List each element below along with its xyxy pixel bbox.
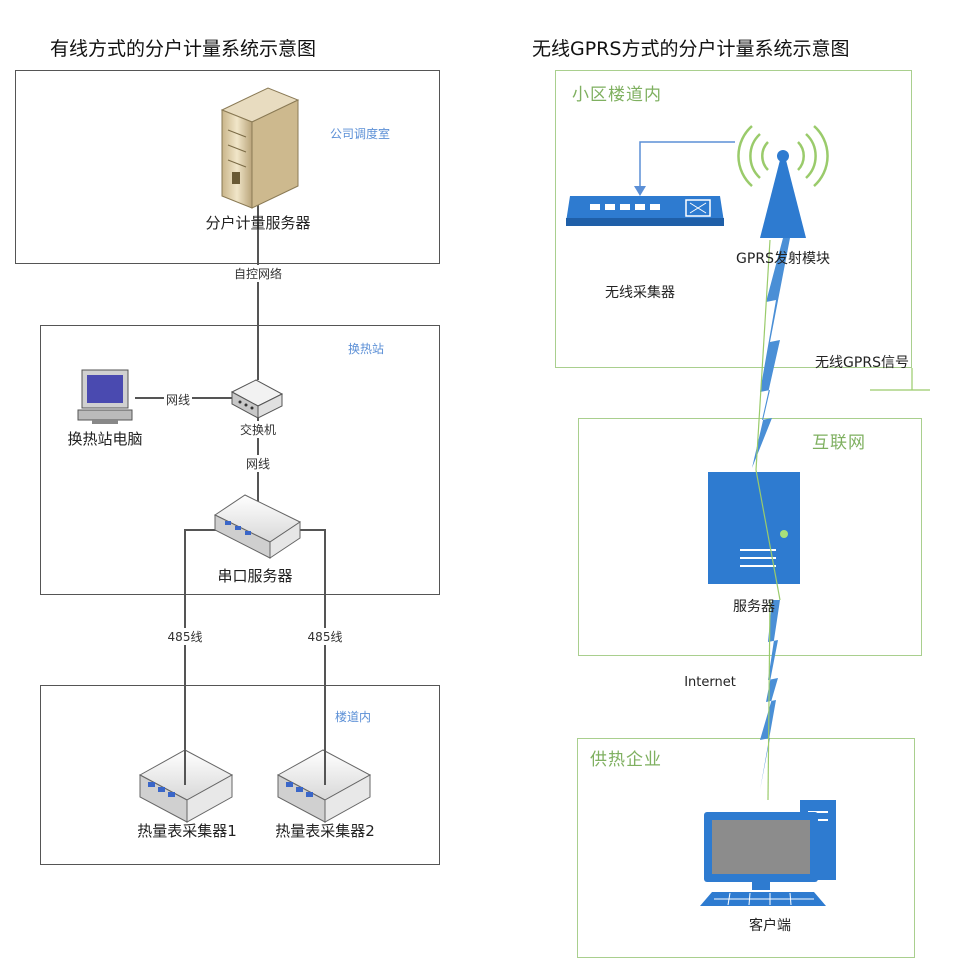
- zone-station-box: [40, 325, 440, 595]
- rs485-left-label: 485线: [165, 628, 205, 645]
- zone-corridor-label: 楼道内: [335, 710, 372, 724]
- client-label: 客户端: [749, 918, 791, 934]
- collector1-icon: [138, 749, 234, 823]
- zone-dispatch-box: [15, 70, 440, 264]
- collector2-icon: [276, 749, 372, 823]
- switch-icon: [230, 379, 284, 419]
- gprs-tower-icon: [737, 125, 829, 238]
- left-diagram-title: 有线方式的分户计量系统示意图: [50, 38, 317, 60]
- gprs-lightning-bolt: [752, 238, 790, 468]
- wireless-collector-label: 无线采集器: [605, 285, 675, 301]
- zone-internet-box: [578, 418, 922, 656]
- data-flow-arrow: [634, 141, 735, 196]
- zone-right-corridor-label: 小区楼道内: [572, 85, 662, 105]
- collector2-label: 热量表采集器2: [275, 822, 375, 840]
- gprs-signal-label: 无线GPRS信号: [815, 355, 909, 371]
- internet-server-icon: [708, 472, 800, 584]
- zone-heating-company-label: 供热企业: [590, 750, 662, 770]
- right-diagram-title: 无线GPRS方式的分户计量系统示意图: [532, 38, 850, 60]
- wireless-collector-icon: [566, 196, 724, 226]
- zone-dispatch-label: 公司调度室: [330, 127, 391, 141]
- server-label: 分户计量服务器: [205, 214, 311, 232]
- switch-label: 交换机: [237, 421, 279, 438]
- zone-station-label: 换热站: [348, 342, 385, 356]
- client-computer-icon: [700, 800, 836, 906]
- zone-right-corridor-box: [555, 70, 912, 368]
- internet-lightning-bolt: [760, 600, 780, 790]
- collector1-label: 热量表采集器1: [137, 822, 237, 840]
- internet-server-label: 服务器: [733, 599, 775, 615]
- zone-internet-label: 互联网: [812, 433, 866, 453]
- cable-485-right: [290, 529, 326, 780]
- station-pc-label: 换热站电脑: [67, 430, 143, 448]
- zone-heating-company-box: [577, 738, 915, 958]
- internet-link-label: Internet: [684, 675, 736, 690]
- cable-serial-label: 网线: [243, 455, 273, 472]
- zone-corridor-box: [40, 685, 440, 865]
- rs485-right-label: 485线: [305, 628, 345, 645]
- server-tower-icon: [220, 87, 300, 209]
- station-pc-icon: [77, 369, 133, 424]
- self-network-label: 自控网络: [231, 265, 285, 282]
- gprs-module-label: GPRS发射模块: [736, 251, 830, 267]
- serial-server-label: 串口服务器: [217, 567, 293, 585]
- serial-server-icon: [213, 494, 302, 559]
- cable-pc-label: 网线: [163, 391, 193, 408]
